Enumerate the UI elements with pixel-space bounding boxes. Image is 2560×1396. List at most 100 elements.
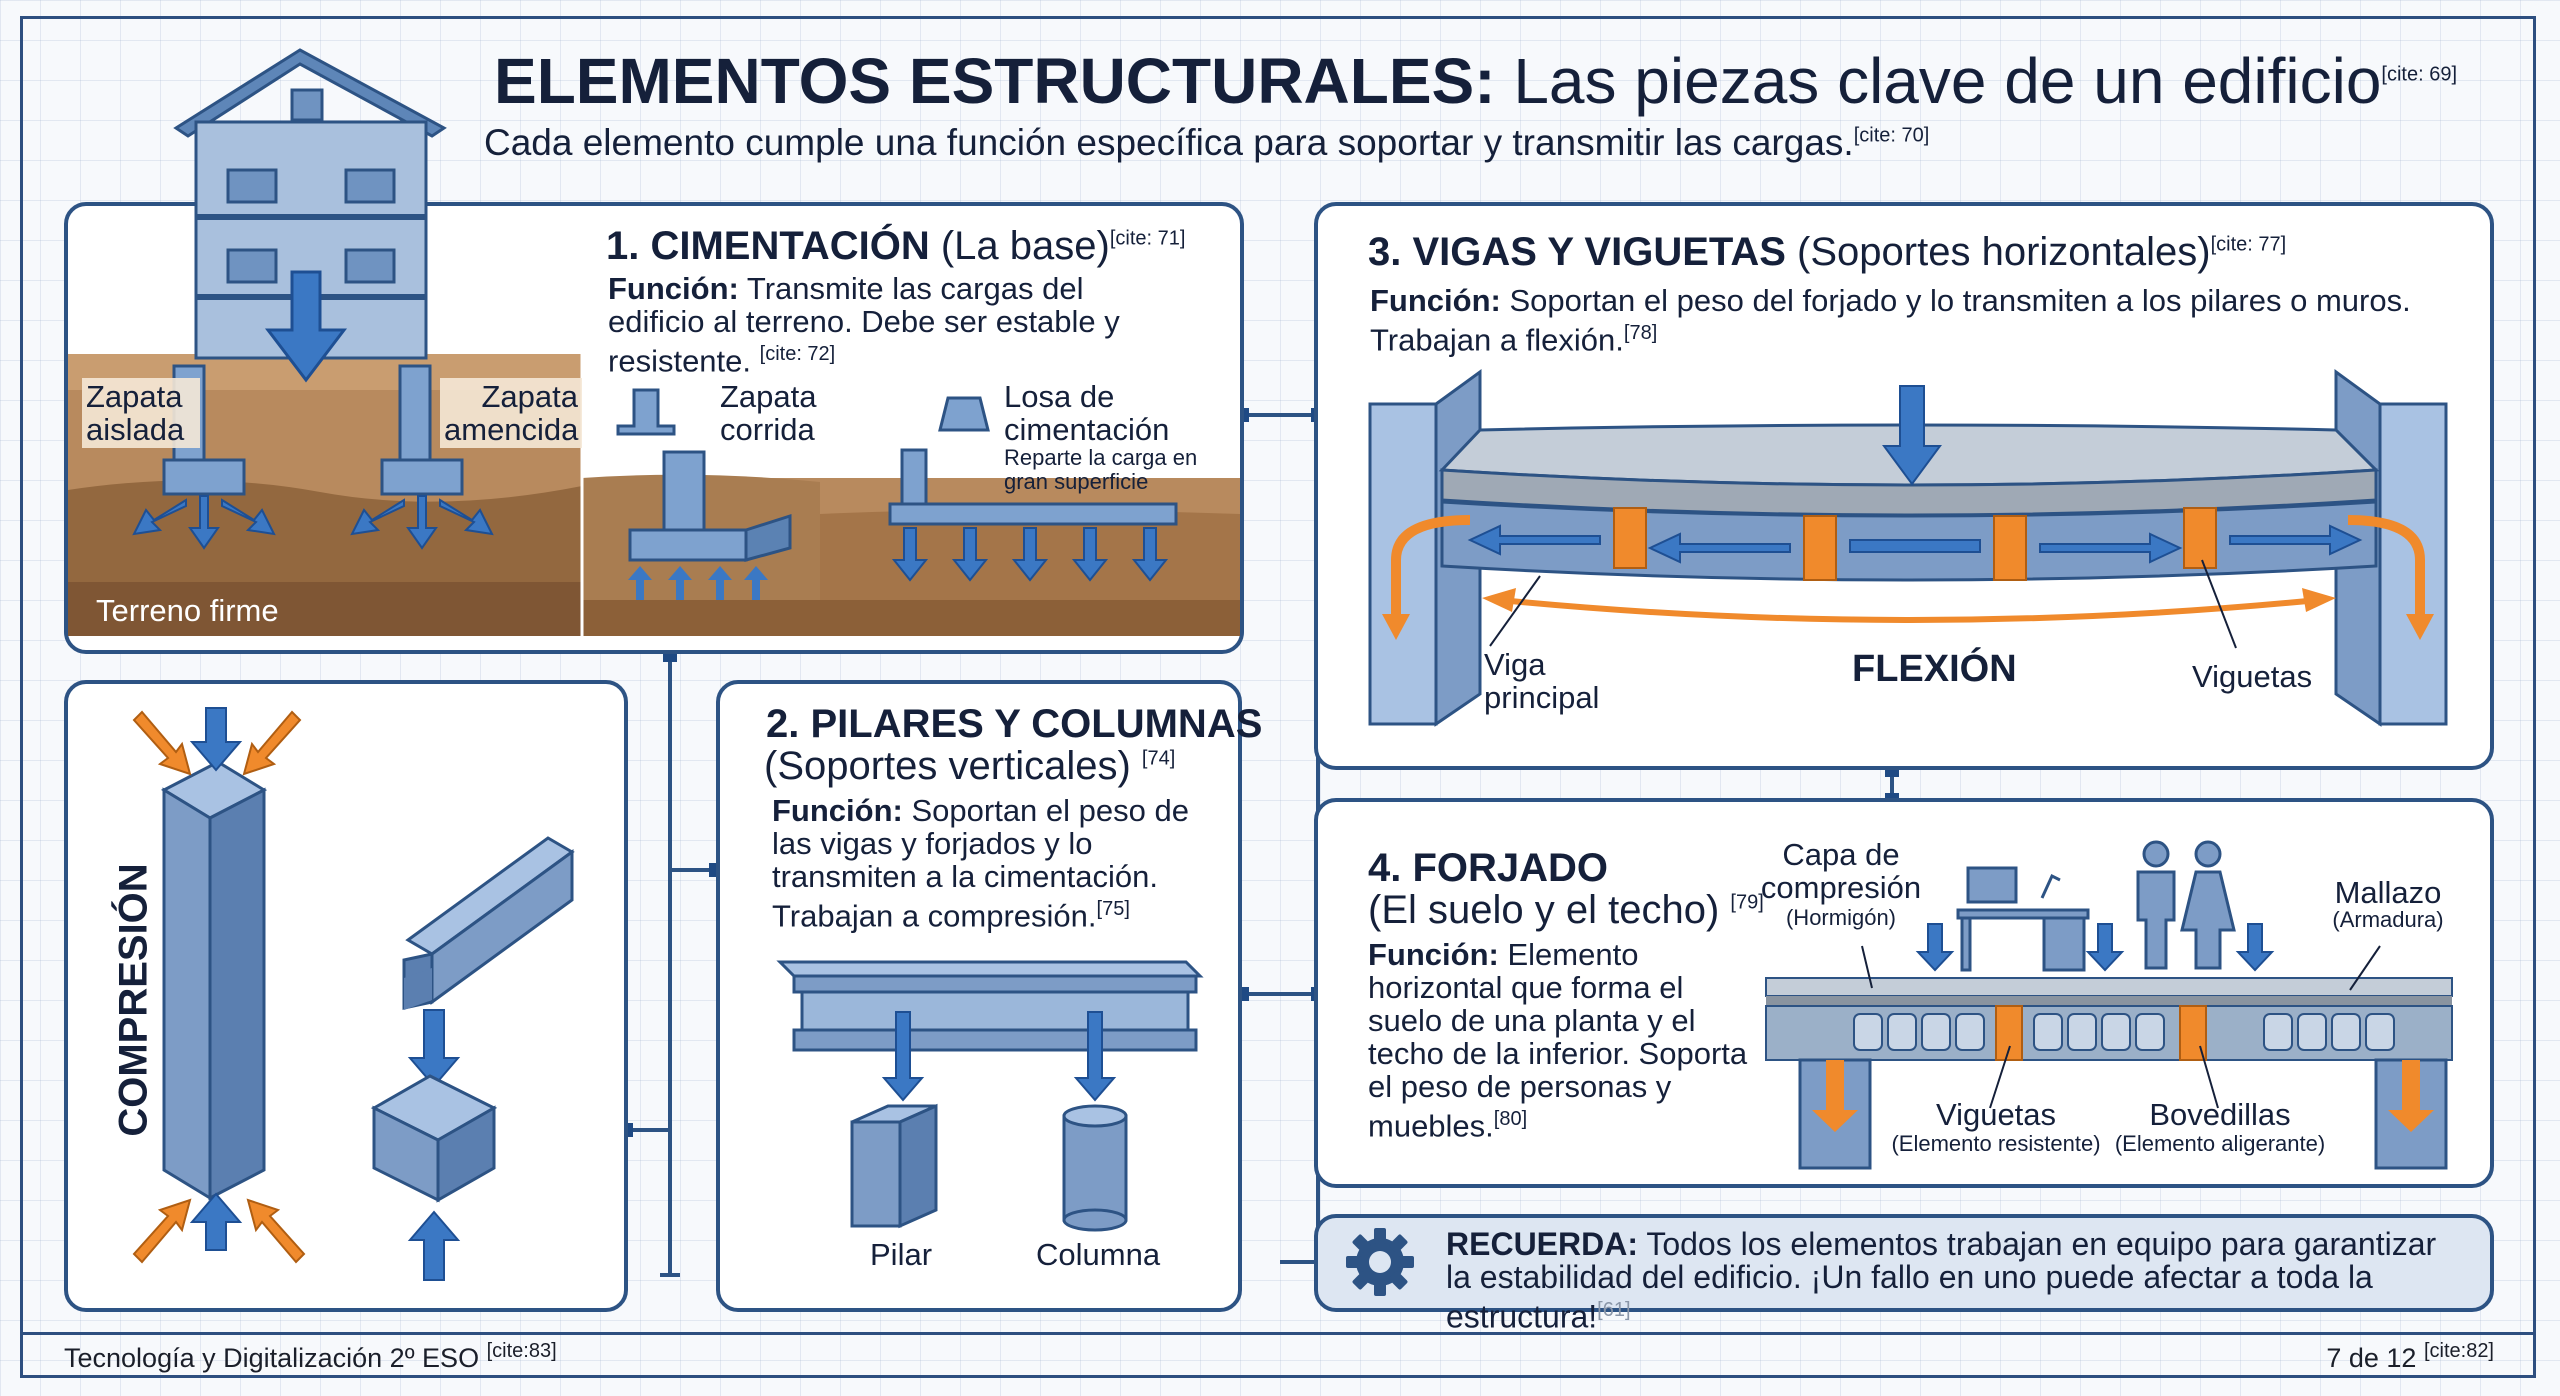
vigas-func-text: Soportan el peso del forjado y lo transm… [1370,283,2411,358]
label-zapata-aislada: Zapata aislada [82,378,200,448]
vigas-title: 3. VIGAS Y VIGUETAS (Soportes horizontal… [1368,230,2286,275]
mallazo-text: Mallazo [2334,875,2442,910]
zapata-arrows [132,495,494,550]
label-viguetas-forjado: Viguetas [1886,1098,2106,1131]
pilares-func-text: Soportan el peso de las vigas y forjados… [772,793,1189,934]
viga-principal-text: Viga principal [1484,647,1600,715]
vigas-func-cite: [78] [1623,322,1658,344]
zapata-aislada-text: Zapata aislada [86,379,185,447]
forjado-title-text: 4. FORJADO [1368,846,1609,890]
capa-note-text: (Hormigón) [1785,905,1897,930]
pilares-title-text: 2. PILARES Y COLUMNAS [766,702,1263,746]
label-capa: Capa de compresión [1756,838,1926,904]
mallazo-note-text: (Armadura) [2332,907,2444,932]
cube-icon [370,1074,498,1203]
footer-course: Tecnología y Digitalización 2º ESO [64,1343,480,1373]
page-number: 7 de 12 [2326,1343,2417,1373]
label-columna: Columna [1036,1238,1160,1271]
footer-divider [20,1332,2536,1335]
label-losa-note: Reparte la carga en gran superficie [1004,446,1204,494]
cimentacion-func-text: Transmite las cargas del edificio al ter… [608,271,1120,379]
cimentacion-title: 1. CIMENTACIÓN (La base)[cite: 71] [606,224,1185,269]
page-subtitle: Cada elemento cumple una función específ… [484,122,1929,164]
footer-right-cite: [cite:82] [2423,1340,2494,1362]
recuerda-box [1314,1214,2494,1312]
beam-3d-icon [402,836,575,1010]
zapata-corrida-drawing [616,388,792,600]
viguetas-vigas-text: Viguetas [2192,659,2313,694]
vigas-func-label: Función: [1370,283,1501,318]
bovedillas-text: Bovedillas [2149,1097,2291,1132]
pilares-title: 2. PILARES Y COLUMNAS [766,702,1262,747]
capa-text: Capa de compresión [1760,837,1922,905]
columna-icon [1062,1104,1128,1232]
forjado-func-cite: [80] [1493,1108,1528,1130]
label-losa: Losa de cimentación [1004,380,1169,446]
label-mallazo: Mallazo [2318,876,2458,909]
forjado-description: Función: Elemento horizontal que forma e… [1368,938,1756,1142]
forjado-title: 4. FORJADO [1368,846,1608,891]
label-flexion: FLEXIÓN [1852,648,2017,691]
forjado-subtitle-text: (El suelo y el techo) [1368,888,1720,932]
label-pilar: Pilar [870,1238,932,1271]
pilares-cite: [74] [1141,747,1176,770]
pilares-func-cite: [75] [1096,898,1130,920]
pilares-description: Función: Soportan el peso de las vigas y… [772,794,1192,932]
title-bold: ELEMENTOS ESTRUCTURALES: [494,45,1496,117]
forjado-func-label: Función: [1368,937,1499,972]
label-bovedillas-note: (Elemento aligerante) [2100,1132,2340,1156]
cimentacion-description: Función: Transmite las cargas del edific… [608,272,1128,377]
label-bovedillas: Bovedillas [2110,1098,2330,1131]
viguetas-forjado-text: Viguetas [1935,1097,2057,1132]
label-zapata-corrida: Zapata corrida [720,380,830,446]
losa-note-text: Reparte la carga en gran superficie [1004,445,1198,494]
vigas-title-text: 3. VIGAS Y VIGUETAS [1368,230,1786,274]
vigas-description: Función: Soportan el peso del forjado y … [1370,284,2430,356]
forjado-func-text: Elemento horizontal que forma el suelo d… [1368,937,1748,1144]
pilar-text: Pilar [870,1237,933,1272]
recuerda-body: Todos los elementos trabajan en equipo p… [1446,1226,2437,1335]
label-viguetas-vigas: Viguetas [2192,660,2312,693]
cimentacion-cite: [cite: 71] [1109,227,1186,250]
recuerda-label: RECUERDA: [1446,1226,1638,1262]
label-capa-note: (Hormigón) [1756,906,1926,930]
label-terreno-firme: Terreno firme [96,594,279,627]
label-viga-principal: Viga principal [1484,648,1614,714]
panel-compresion [64,680,628,1312]
label-zapata-amencida: Zapata amencida [440,378,582,448]
cimentacion-subtitle: (La base) [940,224,1110,268]
title-rest: Las piezas clave de un edificio [1513,45,2382,117]
vigas-cite: [cite: 77] [2210,233,2287,256]
losa-text: Losa de cimentación [1004,379,1170,447]
zapata-amencida-text: Zapata amencida [444,379,579,447]
subtitle-cite: [cite: 70] [1853,124,1930,147]
pilares-subtitle-text: (Soportes verticales) [764,744,1131,788]
page-frame [20,16,2536,1378]
subtitle-text: Cada elemento cumple una función específ… [484,122,1854,163]
page-title: ELEMENTOS ESTRUCTURALES: Las piezas clav… [494,44,2457,118]
flexion-text: FLEXIÓN [1852,648,2017,690]
bovedillas-note-text: (Elemento aligerante) [2114,1131,2326,1156]
pilares-subtitle: (Soportes verticales) [74] [764,744,1175,789]
desk-icon [1956,866,2090,972]
cimentacion-title-text: 1. CIMENTACIÓN [606,224,930,268]
title-cite: [cite: 69] [2381,63,2458,86]
gear-icon [1346,1228,1414,1296]
label-viguetas-note: (Elemento resistente) [1866,1132,2126,1156]
footer-right: 7 de 12 [cite:82] [2326,1340,2494,1374]
forjado-subtitle: (El suelo y el techo) [79] [1368,888,1764,933]
columna-text: Columna [1036,1237,1161,1272]
footer-left-cite: [cite:83] [486,1340,557,1362]
terreno-text: Terreno firme [96,593,279,628]
zapata-corrida-text: Zapata corrida [720,379,817,447]
footer-left: Tecnología y Digitalización 2º ESO [cite… [64,1340,557,1374]
vigas-subtitle: (Soportes horizontales) [1797,230,2211,274]
pilar-icon [850,1103,938,1229]
cimentacion-func-cite: [cite: 72] [759,343,836,365]
cimentacion-func-label: Función: [608,271,739,306]
viguetas-note-text: (Elemento resistente) [1891,1131,2101,1156]
